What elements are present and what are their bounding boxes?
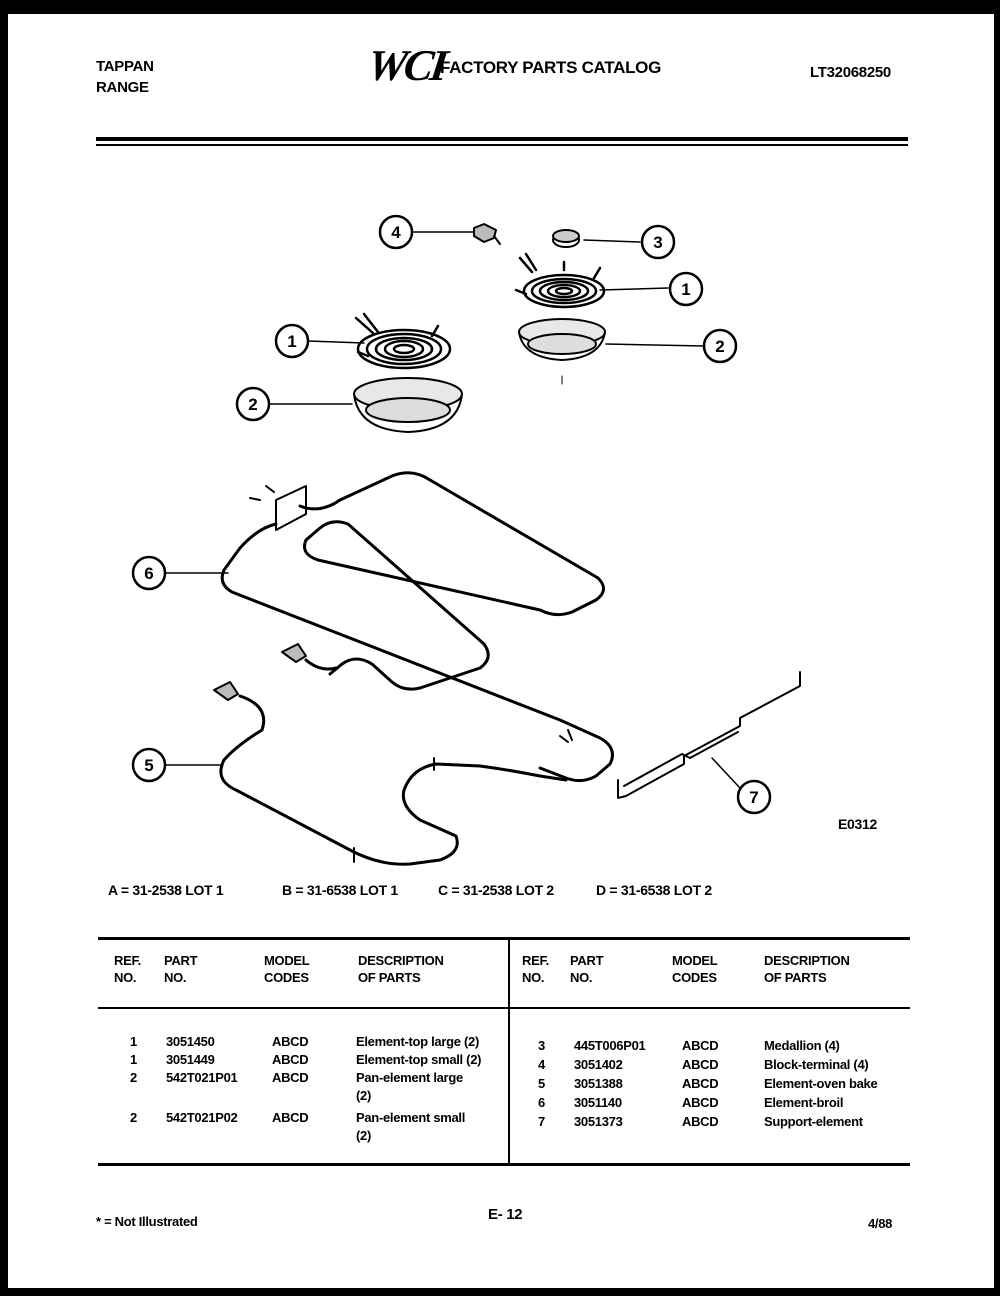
table-bottom-rule: [98, 1163, 910, 1166]
leader-lines: [165, 231, 741, 789]
brand-block: TAPPAN RANGE: [96, 56, 154, 98]
lot-code-a: A = 31-2538 LOT 1: [108, 882, 224, 898]
table-header-rule: [98, 1007, 910, 1009]
callout-circle-4: [378, 214, 414, 250]
callout-circle-1-right: [668, 271, 704, 307]
callout-3: 3: [653, 233, 662, 252]
brand-name: TAPPAN: [96, 58, 154, 75]
small-burner-element: [514, 252, 606, 309]
callout-4: 4: [391, 223, 401, 242]
callout-2-left: 2: [248, 395, 257, 414]
callout-2-right: 2: [715, 337, 724, 356]
callout-circle-1-left: [274, 323, 310, 359]
callout-6: 6: [144, 564, 153, 583]
callout-circles: [131, 214, 772, 815]
callout-circle-3: [640, 224, 676, 260]
paper-sheet: [8, 14, 994, 1288]
page-number: E- 12: [488, 1206, 523, 1223]
terminal-block-part: [473, 223, 501, 245]
header-rule-thick: [96, 137, 908, 141]
callout-circle-5: [131, 747, 167, 783]
header-ref-left: REF.NO.: [114, 953, 141, 985]
lot-code-d: D = 31-6538 LOT 2: [596, 882, 712, 898]
bake-element: [213, 681, 568, 866]
callout-7: 7: [749, 788, 758, 807]
medallion-part: [552, 229, 580, 248]
lot-code-b: B = 31-6538 LOT 1: [282, 882, 398, 898]
callout-5: 5: [144, 756, 153, 775]
callout-circle-2-right: [702, 328, 738, 364]
broil-element: [220, 471, 614, 783]
header-ref-right: REF.NO.: [522, 953, 549, 985]
product-type: RANGE: [96, 79, 149, 96]
callout-circle-7: [736, 779, 772, 815]
table-divider: [508, 938, 510, 1166]
callout-1-left: 1: [287, 332, 296, 351]
small-drip-pan: [518, 318, 606, 385]
large-drip-pan: [353, 377, 463, 433]
header-rule-thin: [96, 144, 908, 146]
table-top-rule: [98, 937, 910, 940]
callout-1-right: 1: [681, 280, 690, 299]
drawing-code: E0312: [838, 816, 877, 832]
model-number: LT32068250: [810, 64, 891, 81]
element-support: [617, 671, 801, 799]
large-burner-element: [354, 312, 452, 370]
callout-circle-2-left: [235, 386, 271, 422]
not-illustrated-note: * = Not Illustrated: [96, 1214, 198, 1229]
callout-circle-6: [131, 555, 167, 591]
revision-date: 4/88: [868, 1216, 893, 1231]
lot-code-c: C = 31-2538 LOT 2: [438, 882, 554, 898]
catalog-title: FACTORY PARTS CATALOG: [440, 58, 662, 77]
